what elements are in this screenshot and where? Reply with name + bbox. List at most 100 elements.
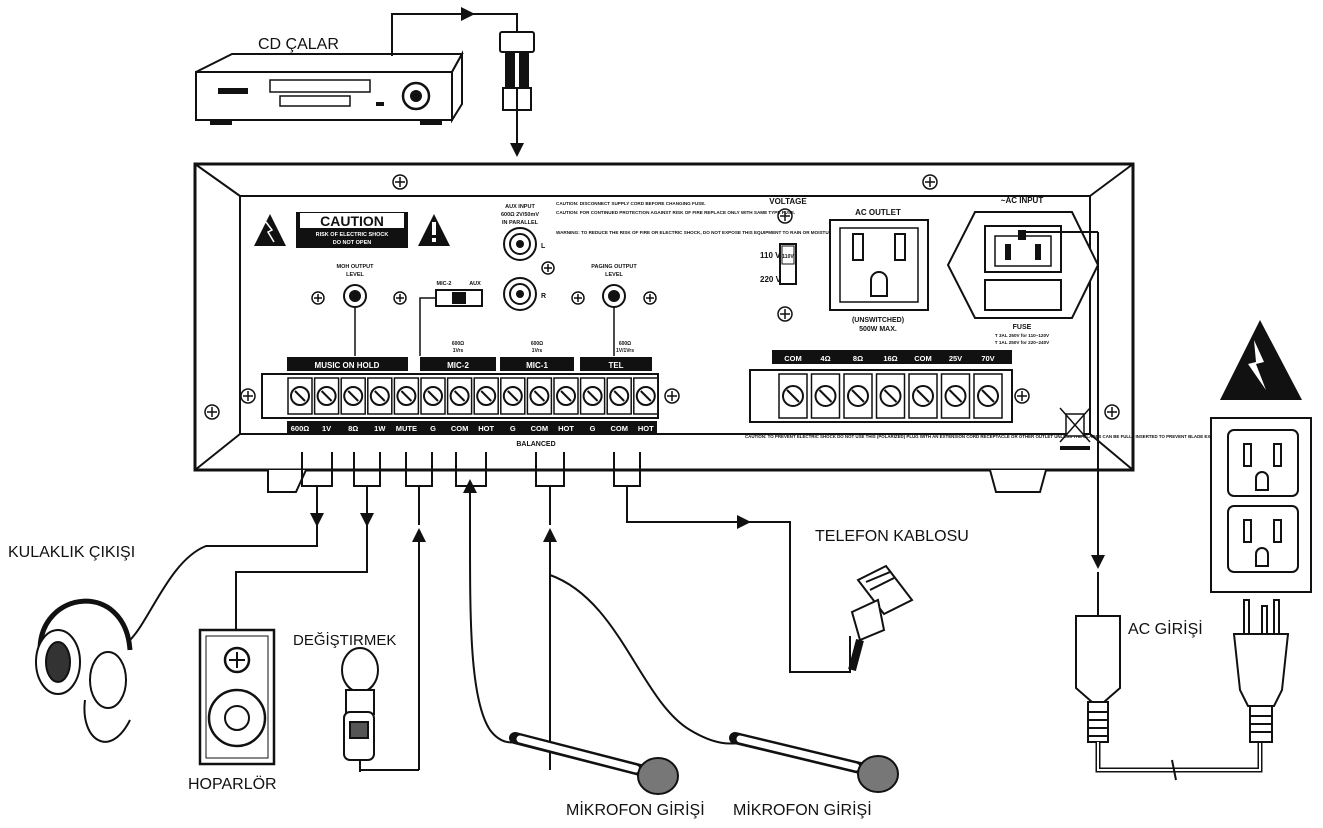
mic1-impedance: 600Ω [531,341,543,347]
mic2-aux-selector-switch[interactable] [435,289,483,307]
input-terminal-screw[interactable] [287,377,313,415]
ac-input-socket[interactable] [946,211,1100,319]
terminal-label: 600Ω [291,424,310,433]
telephone-plug-icon [848,564,914,672]
speaker-terminal-screw[interactable] [810,373,841,419]
terminal-label: 1V [322,424,331,433]
speaker-icon [198,628,276,766]
terminal-label: HOT [558,424,574,433]
switch-label: DEĞİŞTIRMEK [293,631,396,649]
microphone-icon-1 [509,732,679,795]
speaker-terminal-screw[interactable] [778,373,808,419]
terminal-label: COM [531,424,549,433]
speaker-terminal-label: COM [914,354,932,363]
input-terminal-screw[interactable] [446,377,473,415]
speaker-label: HOPARLÖR [188,775,277,793]
input-terminal-screw[interactable] [367,377,393,415]
warning-text: WARNING: TO REDUCE THE RISK OF FIRE OR E… [556,230,836,235]
input-terminal-screw[interactable] [633,377,659,415]
strip-tel: TEL [608,361,623,370]
caution-sub-2: DO NOT OPEN [333,240,372,246]
input-terminal-block [261,373,659,419]
paging-level-label: LEVEL [605,272,623,278]
cd-player-label: CD ÇALAR [258,36,339,53]
balanced-label: BALANCED [516,441,555,448]
max-label: 500W MAX. [859,326,897,333]
cd-player [195,50,464,125]
voltage-label: VOLTAGE [769,197,807,206]
speaker-terminal-screw[interactable] [940,373,971,419]
mic-in-label-1: MİKROFON GİRİŞİ [566,800,705,819]
speaker-terminal-label: 4Ω [820,354,830,363]
terminal-label: 1W [374,424,386,433]
v110-label: 110 V [760,251,781,260]
moh-level-label: LEVEL [346,272,364,278]
speaker-terminal-screw[interactable] [973,373,1003,419]
mic2-impedance: 600Ω [452,341,464,347]
unswitched-label: (UNSWITCHED) [852,317,904,324]
aux-jack-l[interactable] [503,227,537,261]
speaker-terminal-label: 16Ω [883,354,897,363]
mic-in-label-2: MİKROFON GİRİŞİ [733,800,872,819]
terminal-label: COM [610,424,628,433]
cd-cable [391,7,475,56]
input-terminal-screw[interactable] [606,377,632,415]
aux-switch-label: AUX [469,281,481,287]
bottom-caution-text: CAUTION: TO PREVENT ELECTRIC SHOCK DO NO… [745,434,1230,439]
tel-level: 1V/1Vrs [616,348,634,354]
voltage-selector-switch[interactable] [779,243,797,285]
speaker-terminal-label: COM [784,354,802,363]
terminal-label: G [590,424,596,433]
voltage-switch-value: 110V [782,254,794,260]
terminal-label: HOT [638,424,654,433]
speaker-terminal-label: 70V [981,354,994,363]
aux-parallel-label: IN PARALLEL [502,220,539,226]
terminal-label: G [430,424,436,433]
caution-title: CAUTION [320,213,384,229]
moh-output-label: MOH OUTPUT [337,264,375,270]
input-terminal-screw[interactable] [579,377,606,415]
fuse-label: FUSE [1013,324,1032,331]
speaker-terminal-screw[interactable] [843,373,873,419]
speaker-terminal-screw[interactable] [875,373,906,419]
input-terminal-screw[interactable] [526,377,553,415]
input-terminal-screw[interactable] [553,377,579,415]
caution-warning [254,212,450,248]
mic2-level: 1Vrs [453,348,464,354]
strip-mic1: MIC-1 [526,361,548,370]
input-terminal-screw[interactable] [313,377,340,415]
aux-r-label: R [541,293,546,300]
v220-label: 220 V [760,275,782,284]
tel-impedance: 600Ω [619,341,631,347]
terminal-label: G [510,424,516,433]
input-terminal-screw[interactable] [473,377,499,415]
input-terminal-screw[interactable] [340,377,366,415]
input-terminal-screw[interactable] [393,377,420,415]
paging-level-knob[interactable] [602,284,626,308]
aux-input-label: AUX INPUT [505,204,535,210]
speaker-terminal-screw[interactable] [908,373,938,419]
electric-hazard-icon [1220,320,1302,400]
aux-spec-label: 600Ω 2V/50mV [501,212,539,218]
paging-output-label: PAGING OUTPUT [591,264,637,270]
aux-jack-r[interactable] [503,277,537,311]
speaker-terminal-block [749,369,1013,423]
input-terminal-screw[interactable] [500,377,526,415]
speaker-terminal-label: 25V [949,354,962,363]
caution-text-1: CAUTION: DISCONNECT SUPPLY CORD BEFORE C… [556,201,706,206]
input-terminal-screw[interactable] [420,377,446,415]
terminal-label: MUTE [396,424,417,433]
strip-mic2: MIC-2 [447,361,469,370]
terminal-label: 8Ω [348,424,358,433]
phone-cable-label: TELEFON KABLOSU [815,528,969,545]
wall-power-plug-icon [1232,599,1290,743]
caution-text-2: CAUTION: FOR CONTINUED PROTECTION AGAINS… [556,210,795,215]
speaker-terminal-label: 8Ω [853,354,863,363]
moh-level-knob[interactable] [343,284,367,308]
fuse-spec-2: T 1AL 250V for 220~240V [995,340,1050,345]
fuse-spec-1: T 3AL 250V for 110~120V [995,333,1050,338]
aux-l-label: L [541,243,546,250]
iec-power-plug-icon [1075,615,1121,743]
ac-outlet[interactable] [829,219,929,311]
